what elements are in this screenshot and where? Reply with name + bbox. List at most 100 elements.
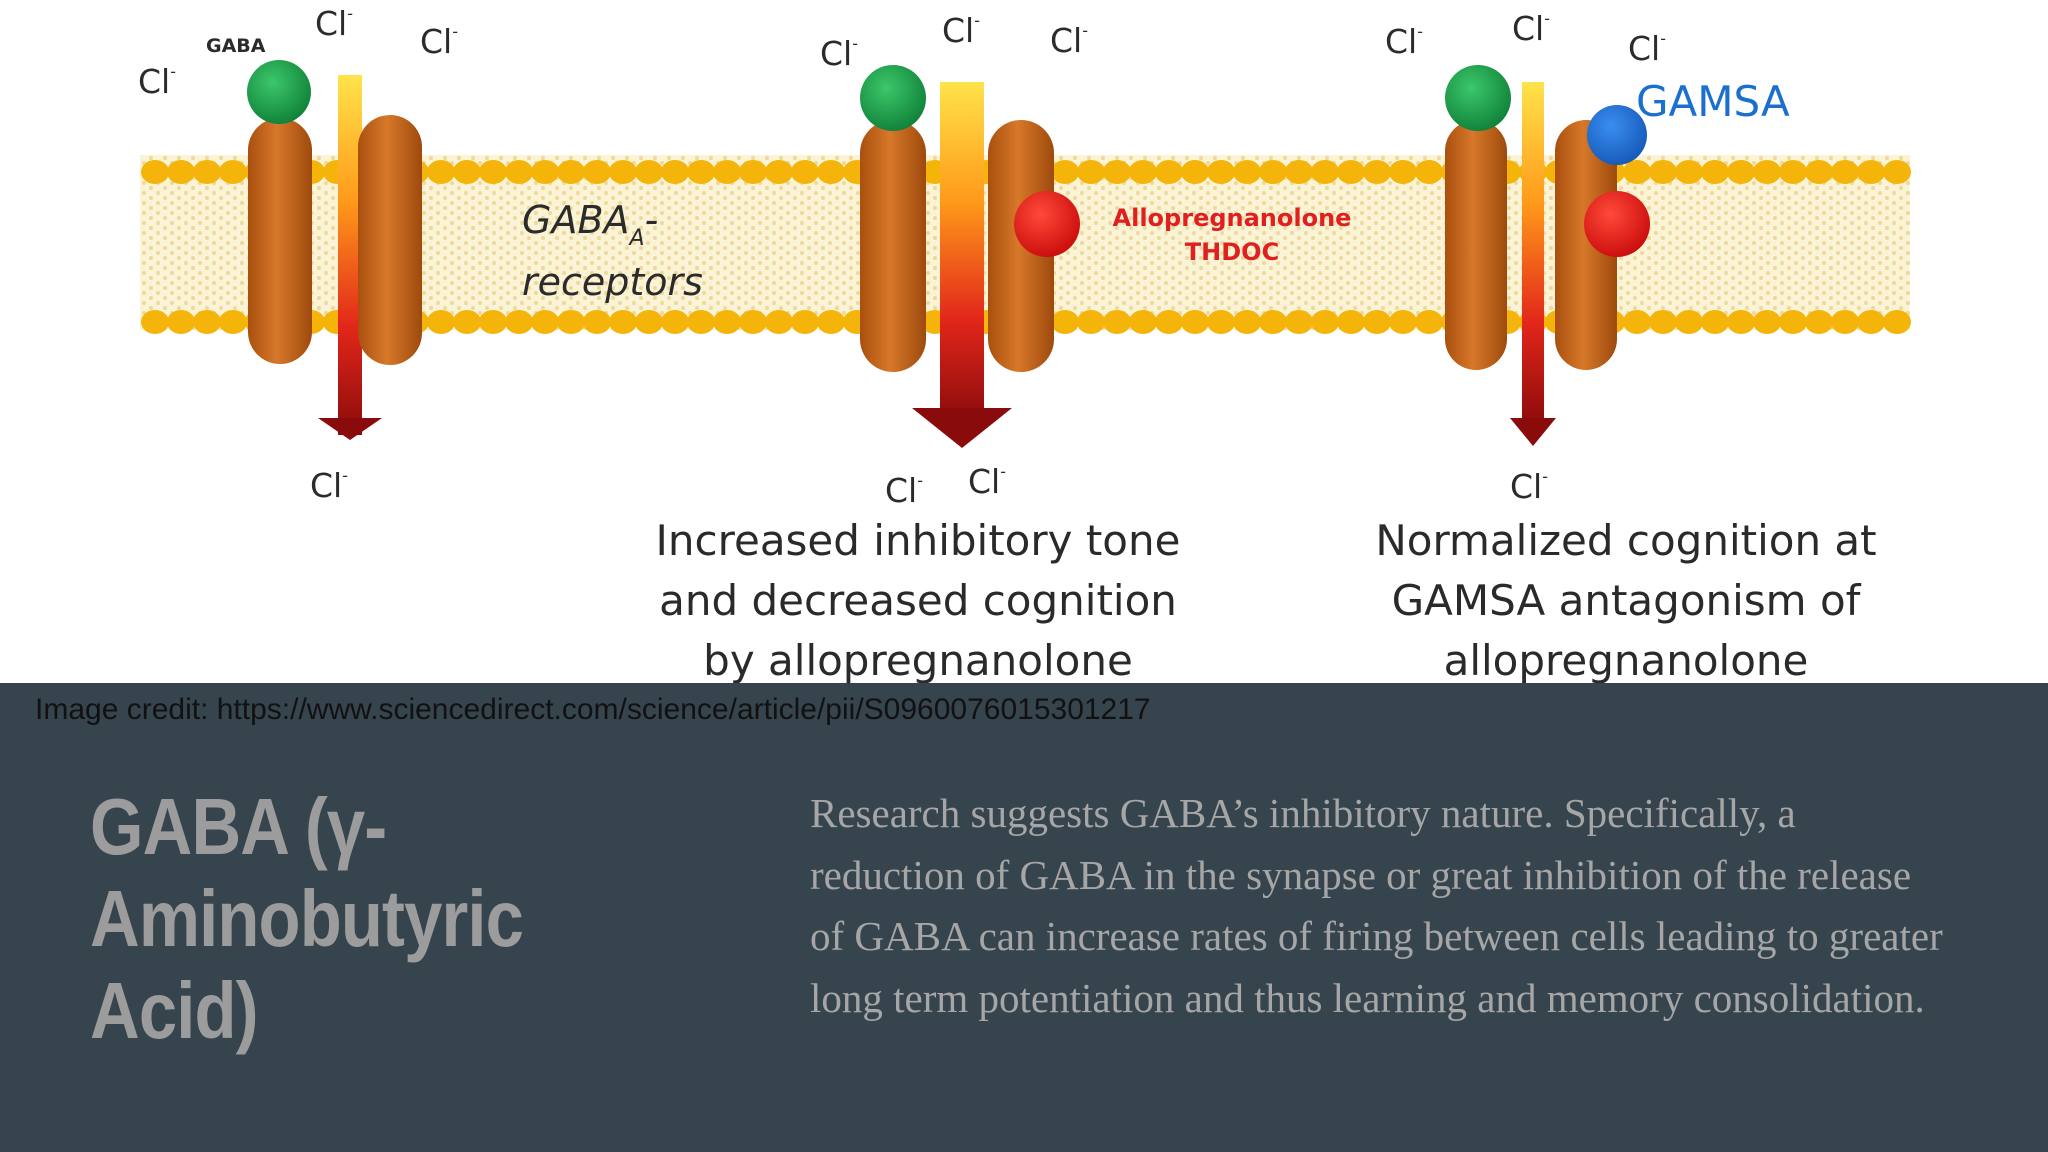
phospholipid-head xyxy=(583,160,611,184)
phospholipid-head xyxy=(1129,160,1157,184)
phospholipid-head xyxy=(635,160,663,184)
phospholipid-head xyxy=(1883,310,1911,334)
caption-middle-line2: and decreased cognition xyxy=(659,576,1177,625)
phospholipid-head xyxy=(1103,160,1131,184)
phospholipid-head xyxy=(1389,160,1417,184)
phospholipid-head xyxy=(687,160,715,184)
phospholipid-head xyxy=(531,160,559,184)
phospholipid-head xyxy=(609,160,637,184)
gamsa-ligand-icon xyxy=(1587,105,1647,165)
gaba-ligand-icon xyxy=(860,65,926,131)
phospholipid-head xyxy=(557,310,585,334)
receptor-label: GABAA- xyxy=(522,198,658,251)
phospholipid-head xyxy=(1129,310,1157,334)
phospholipid-head xyxy=(739,160,767,184)
phospholipid-head xyxy=(1753,310,1781,334)
phospholipid-head xyxy=(739,310,767,334)
caption-right-line1: Normalized cognition at xyxy=(1375,516,1876,565)
phospholipid-head xyxy=(1181,310,1209,334)
phospholipid-head xyxy=(1701,160,1729,184)
phospholipid-head xyxy=(817,160,845,184)
phospholipid-head xyxy=(1233,160,1261,184)
chloride-ion-label: Cl- xyxy=(138,62,176,101)
phospholipid-head xyxy=(1285,160,1313,184)
chloride-ion-label: Cl- xyxy=(315,4,353,43)
phospholipid-head xyxy=(141,160,169,184)
caption-middle-line1: Increased inhibitory tone xyxy=(656,516,1181,565)
gaba-a-receptor-resting xyxy=(247,60,422,440)
phospholipid-head xyxy=(1727,310,1755,334)
caption-right-line3: allopregnanolone xyxy=(1444,636,1809,683)
phospholipid-head xyxy=(1805,160,1833,184)
phospholipid-head xyxy=(479,310,507,334)
phospholipid-head xyxy=(1415,310,1443,334)
chloride-ion-label: Cl- xyxy=(1385,22,1423,61)
slide-title: GABA (γ-Aminobutyric Acid) xyxy=(90,782,524,1055)
phospholipid-head xyxy=(713,310,741,334)
phospholipid-head xyxy=(1051,310,1079,334)
phospholipid-head xyxy=(1311,160,1339,184)
phospholipid-head xyxy=(713,160,741,184)
chloride-ion-label: Cl- xyxy=(1512,9,1550,48)
phospholipid-head xyxy=(1831,160,1859,184)
caption-middle-line3: by allopregnanolone xyxy=(703,636,1133,683)
phospholipid-head xyxy=(1675,310,1703,334)
phospholipid-head xyxy=(1285,310,1313,334)
phospholipid-head xyxy=(167,310,195,334)
phospholipid-head xyxy=(1259,310,1287,334)
phospholipid-head xyxy=(817,310,845,334)
phospholipid-head xyxy=(453,160,481,184)
phospholipid-head xyxy=(1753,160,1781,184)
phospholipid-head xyxy=(1181,160,1209,184)
phospholipid-head xyxy=(193,160,221,184)
phospholipid-head xyxy=(1701,310,1729,334)
phospholipid-head xyxy=(193,310,221,334)
gamsa-label: GAMSA xyxy=(1636,77,1790,126)
allopregnanolone-icon xyxy=(1584,191,1650,257)
chloride-ion-label: Cl- xyxy=(820,34,858,73)
phospholipid-head xyxy=(505,310,533,334)
gaba-ligand-icon xyxy=(1445,65,1511,131)
phospholipid-head xyxy=(765,160,793,184)
chloride-ions: Cl-Cl-Cl-Cl-Cl-Cl-Cl-Cl-Cl-Cl-Cl-Cl-Cl- xyxy=(138,4,1666,510)
gaba-receptor-diagram: Cl-Cl-Cl-Cl-Cl-Cl-Cl-Cl-Cl-Cl-Cl-Cl-Cl- … xyxy=(138,4,1911,683)
chloride-ion-label: Cl- xyxy=(1510,467,1548,506)
gaba-ligand-icon xyxy=(247,60,311,124)
phospholipid-head xyxy=(1415,160,1443,184)
phospholipid-head xyxy=(635,310,663,334)
phospholipid-head xyxy=(1675,160,1703,184)
phospholipid-head xyxy=(1337,160,1365,184)
chloride-ion-label: Cl- xyxy=(885,471,923,510)
phospholipid-head xyxy=(661,310,689,334)
thdoc-label: THDOC xyxy=(1185,238,1279,266)
phospholipid-head xyxy=(791,310,819,334)
phospholipid-head xyxy=(661,160,689,184)
phospholipid-head xyxy=(1857,160,1885,184)
phospholipid-head xyxy=(557,160,585,184)
slide-body-text: Research suggests GABA’s inhibitory natu… xyxy=(810,790,1943,1021)
phospholipid-head xyxy=(427,160,455,184)
chloride-ion-label: Cl- xyxy=(942,11,980,50)
phospholipid-head xyxy=(427,310,455,334)
phospholipid-head xyxy=(167,160,195,184)
phospholipid-head xyxy=(1389,310,1417,334)
phospholipid-head xyxy=(1857,310,1885,334)
phospholipid-head xyxy=(1779,160,1807,184)
slide-content-panel: Image credit: https://www.sciencedirect.… xyxy=(0,683,2048,1152)
phospholipid-head xyxy=(1623,310,1651,334)
phospholipid-head xyxy=(609,310,637,334)
phospholipid-head xyxy=(1883,160,1911,184)
gaba-a-receptor-allopregnanolone xyxy=(860,65,1080,448)
phospholipid-head xyxy=(1727,160,1755,184)
phospholipid-head xyxy=(1051,160,1079,184)
phospholipid-head xyxy=(1155,310,1183,334)
chloride-ion-label: Cl- xyxy=(1628,29,1666,68)
allopregnanolone-icon xyxy=(1014,191,1080,257)
phospholipid-head xyxy=(219,160,247,184)
allopregnanolone-label: Allopregnanolone xyxy=(1113,204,1352,232)
phospholipid-head xyxy=(1649,310,1677,334)
phospholipid-head xyxy=(1805,310,1833,334)
chloride-ion-label: Cl- xyxy=(1050,21,1088,60)
chloride-ion-label: Cl- xyxy=(968,462,1006,501)
phospholipid-head xyxy=(531,310,559,334)
